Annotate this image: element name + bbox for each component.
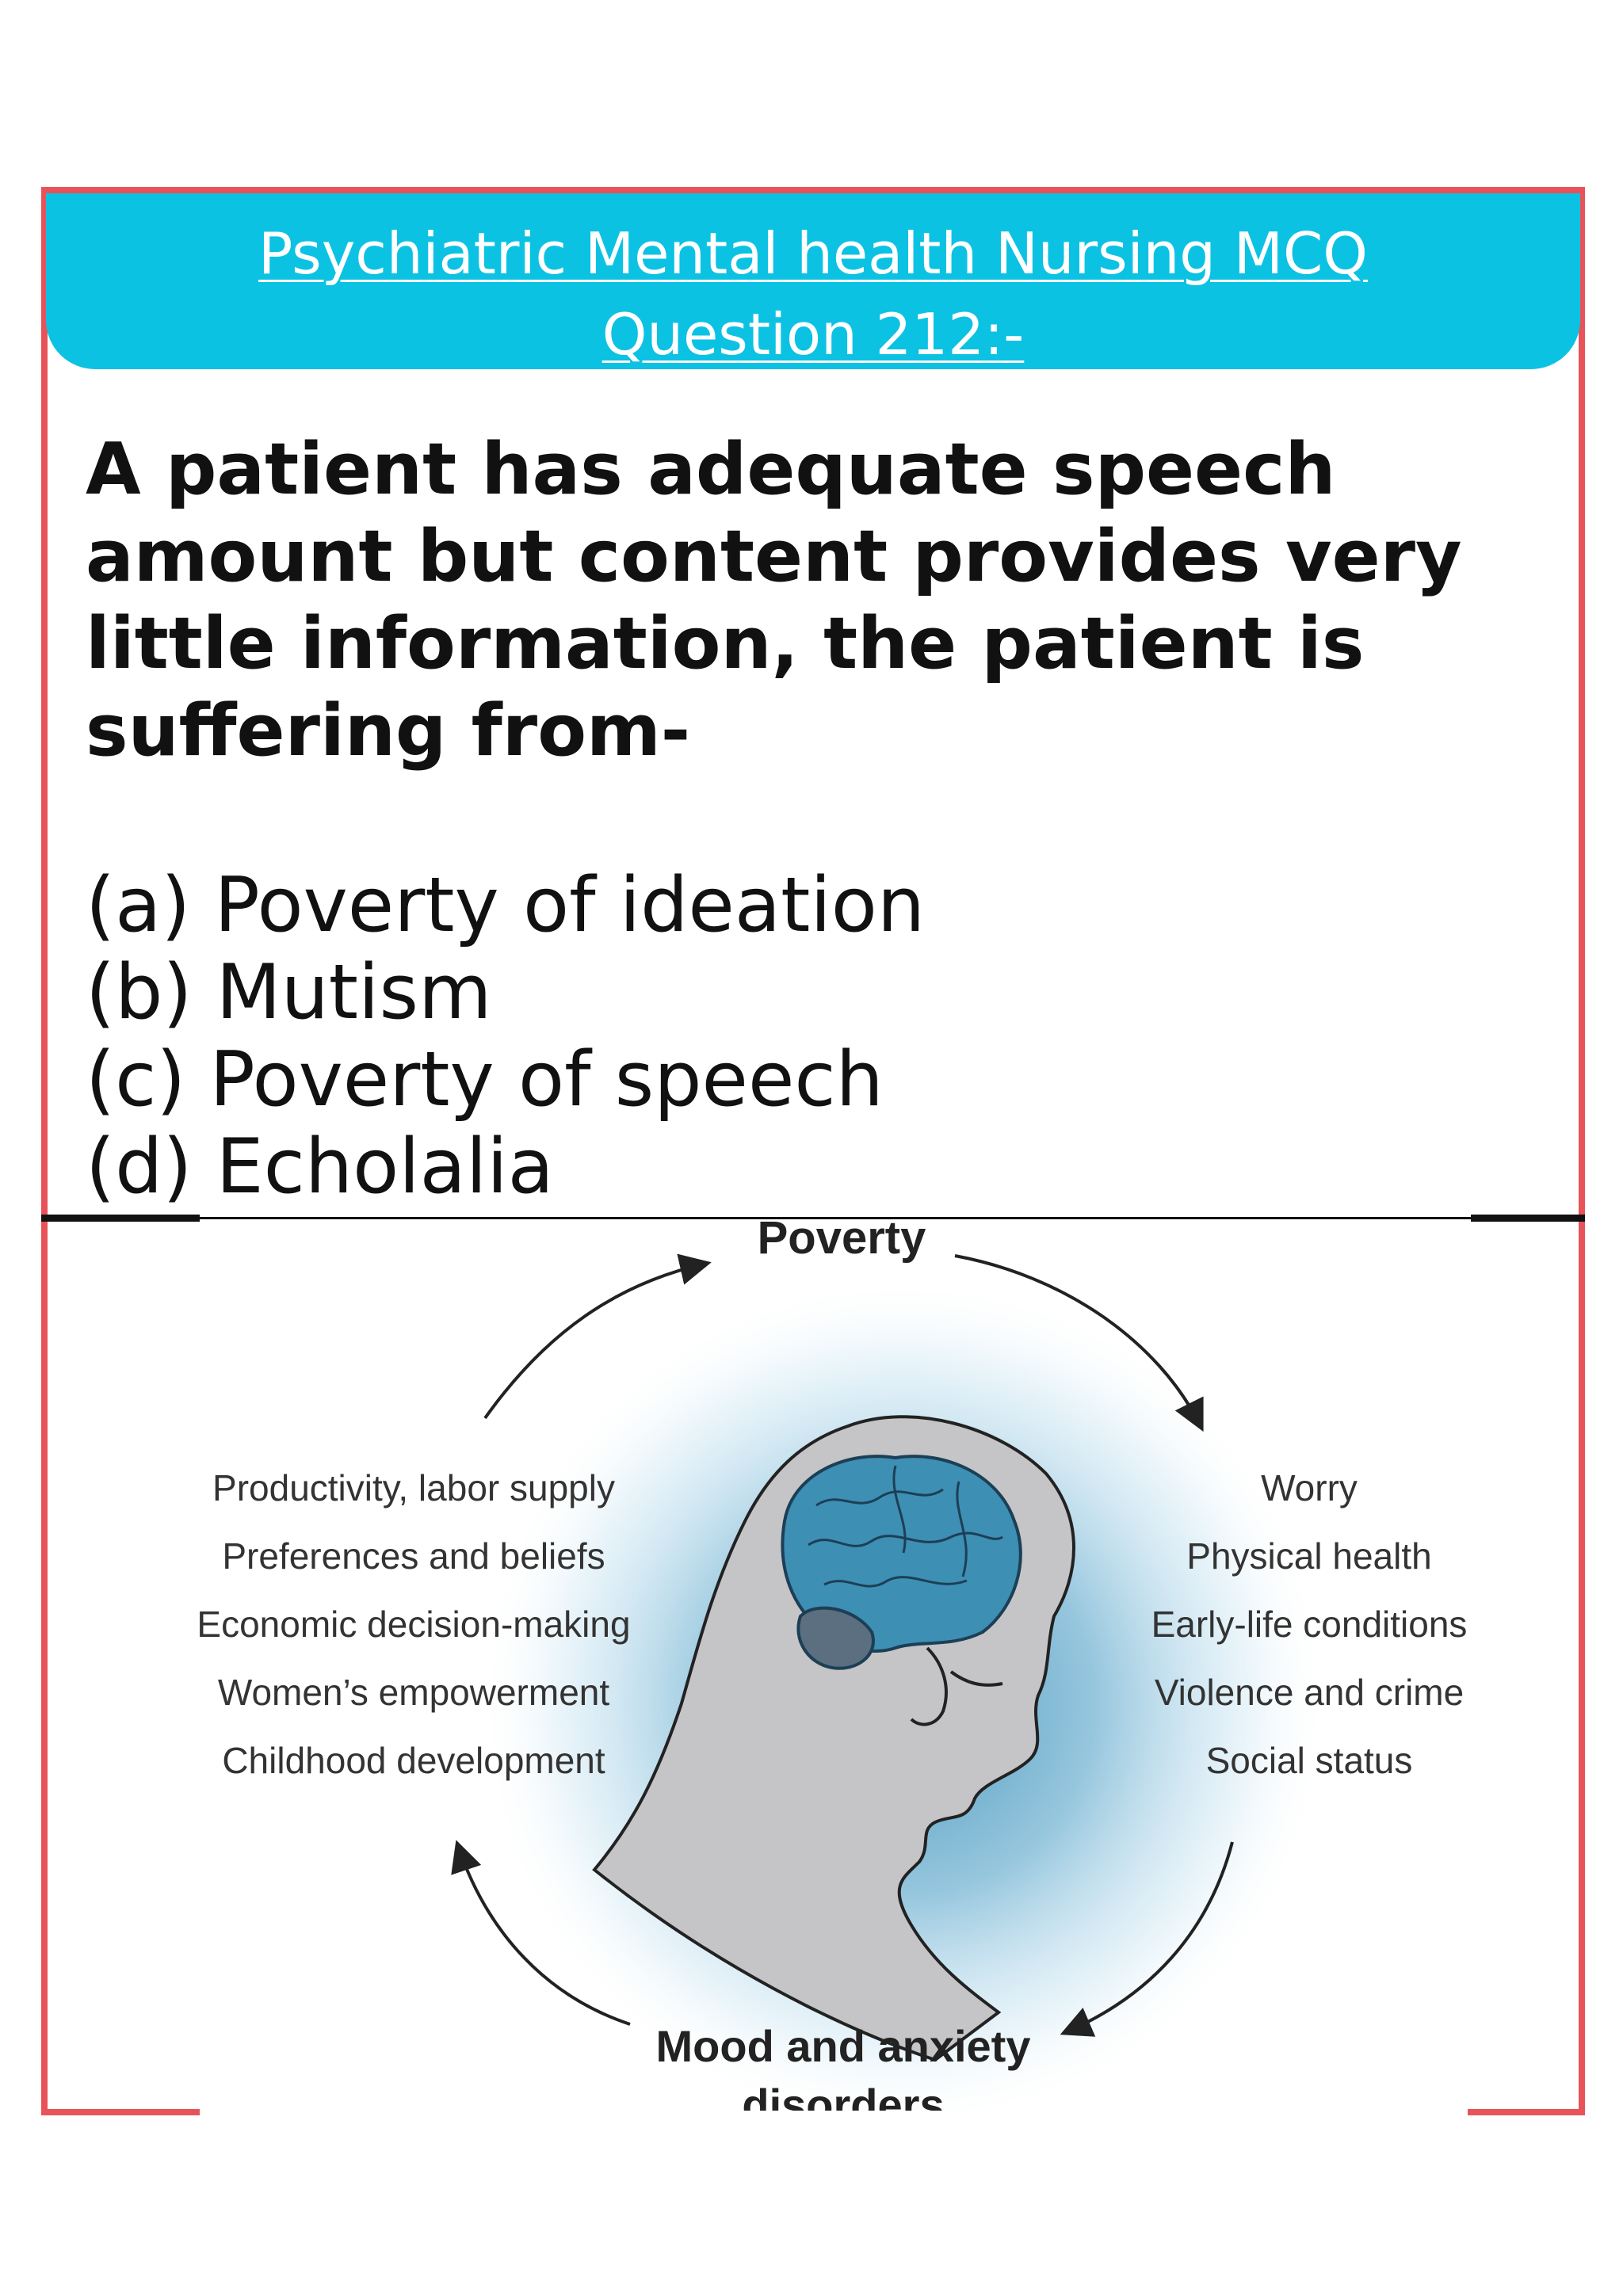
right-item: Violence and crime xyxy=(1155,1672,1464,1713)
brain-icon xyxy=(781,1455,1022,1653)
frame-bottom-right xyxy=(1468,2109,1585,2115)
answer-options: (a) Poverty of ideation (b) Mutism (c) P… xyxy=(86,862,925,1211)
label-poverty: Poverty xyxy=(758,1212,926,1264)
right-item: Social status xyxy=(1206,1740,1413,1781)
frame-right xyxy=(1579,187,1585,2115)
divider-right-accent xyxy=(1471,1215,1585,1222)
arrow-bottom-left xyxy=(451,1840,631,2026)
left-item: Economic decision-making xyxy=(197,1604,630,1645)
divider-left-accent xyxy=(41,1215,200,1222)
blue-glow xyxy=(475,1276,1331,2111)
arrow-top-left xyxy=(483,1253,712,1420)
ear-icon xyxy=(910,1646,948,1726)
header-band: Psychiatric Mental health Nursing MCQ Qu… xyxy=(46,193,1580,369)
option-a: (a) Poverty of ideation xyxy=(86,862,926,949)
closed-eye-icon xyxy=(949,1670,1003,1687)
option-d: (d) Echolalia xyxy=(86,1123,554,1211)
header-title: Psychiatric Mental health Nursing MCQ xyxy=(258,220,1368,287)
section-divider xyxy=(46,1217,1580,1219)
right-item: Early-life conditions xyxy=(1151,1604,1468,1645)
header-subtitle: Question 212:- xyxy=(601,301,1025,368)
option-c: (c) Poverty of speech xyxy=(86,1036,884,1123)
frame-top xyxy=(41,187,1585,193)
label-disorders: disorders xyxy=(742,2080,944,2130)
left-item: Productivity, labor supply xyxy=(212,1467,615,1508)
arrow-bottom-right xyxy=(1060,1841,1234,2037)
frame-left xyxy=(41,187,48,2115)
left-item: Women’s empowerment xyxy=(218,1672,609,1713)
frame-bottom-left xyxy=(41,2109,200,2115)
head-silhouette xyxy=(592,1415,1075,2062)
right-item: Worry xyxy=(1261,1467,1358,1508)
cerebellum xyxy=(796,1606,875,1670)
right-item: Physical health xyxy=(1186,1535,1431,1577)
arrow-top-right xyxy=(954,1254,1204,1432)
option-b: (b) Mutism xyxy=(86,949,492,1036)
question-text: A patient has adequate speech amount but… xyxy=(86,428,1462,772)
left-item: Preferences and beliefs xyxy=(222,1535,605,1577)
label-mood-anxiety: Mood and anxiety xyxy=(656,2021,1031,2071)
left-item: Childhood development xyxy=(222,1740,605,1781)
